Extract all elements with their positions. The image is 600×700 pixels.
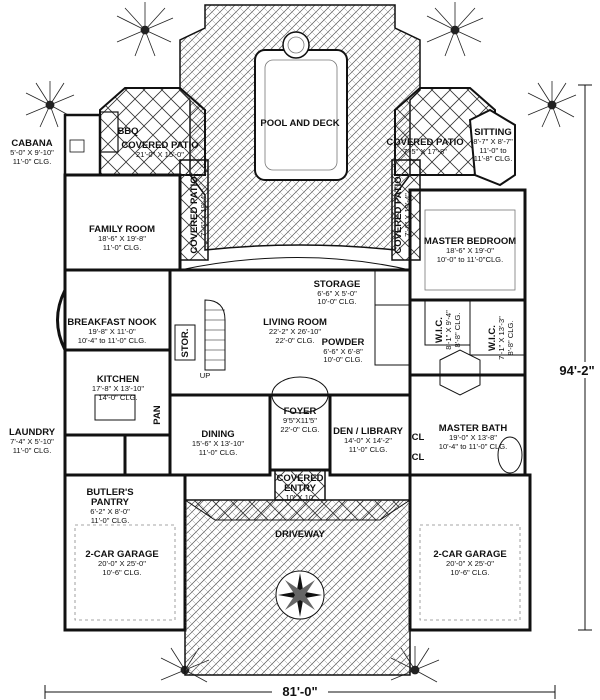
sitting-size: 8'-7" X 8'-7" xyxy=(473,137,513,146)
garage-right-size: 20'-0" X 25'-0" xyxy=(446,559,494,568)
cabana-room xyxy=(63,113,102,177)
bathtub xyxy=(497,436,523,474)
wic-2-ceiling: 8'-8" CLG. xyxy=(506,321,515,356)
storage-size: 6'-6" X 5'-0" xyxy=(317,289,357,298)
wic-2-size: 7'-1" X 13'-3" xyxy=(497,316,506,360)
laundry-ceiling: 11'-0" CLG. xyxy=(13,446,52,455)
butlers-pantry-size: 6'-2" X 8'-0" xyxy=(90,507,130,516)
den-library-size: 14'-0" X 14'-2" xyxy=(344,436,392,445)
powder-ceiling: 10'-0" CLG. xyxy=(323,355,362,364)
overall-depth-label: 94'-2" xyxy=(559,363,594,378)
bbq-counter xyxy=(99,111,119,153)
garage-right-ceiling: 10'-6" CLG. xyxy=(450,568,489,577)
driveway-area xyxy=(184,499,411,676)
cabana-label: CABANA xyxy=(11,138,52,149)
den-library-label: DEN / LIBRARY xyxy=(333,426,404,437)
butlers-pantry-ceiling: 11'-0" CLG. xyxy=(91,516,130,525)
patio-right-size: 7'-5" X 17'-8" xyxy=(403,147,447,156)
den-library-ceiling: 11'-0" CLG. xyxy=(349,445,388,454)
breakfast-nook-label: BREAKFAST NOOK xyxy=(67,317,156,328)
stor-label: STOR. xyxy=(180,329,191,358)
pool-label: POOL AND DECK xyxy=(260,118,339,129)
covered-entry-label: COVERED xyxy=(277,473,324,484)
stair-up-label: UP xyxy=(200,371,211,380)
living-room-size: 22'-2" X 26'-10" xyxy=(269,327,322,336)
sitting-ceiling-2: 11'-8" CLG. xyxy=(474,154,513,163)
side-patio-left-size: 7'-6" X 19'-4" xyxy=(199,193,208,237)
covered-patio-left xyxy=(99,87,209,261)
master-bedroom-ceiling: 10'-0" to 11'-0"CLG. xyxy=(437,255,503,264)
dining-label: DINING xyxy=(201,429,234,440)
overall-width-label: 81'-0" xyxy=(282,684,317,699)
wic-1-size: 8'-1" X 9'-4" xyxy=(444,310,453,350)
sitting-ceiling: 11'-0" to xyxy=(479,146,506,155)
family-room-size: 18'-6" X 19'-8" xyxy=(98,234,146,243)
pool xyxy=(254,49,348,181)
laundry-size: 7'-4" X 5'-10" xyxy=(10,437,54,446)
living-room-label: LIVING ROOM xyxy=(263,317,327,328)
driveway-label: DRIVEWAY xyxy=(275,529,325,540)
master-bath-size: 19'-0" X 13'-8" xyxy=(449,433,497,442)
butlers-pantry-label-2: PANTRY xyxy=(91,497,130,508)
family-room-label: FAMILY ROOM xyxy=(89,224,155,235)
wic-2-label: W.I.C. xyxy=(487,325,498,351)
sitting-room xyxy=(468,108,516,187)
patio-left-size: 21'-0" X 15'-0" xyxy=(136,150,184,159)
side-patio-left-label: COVERED PATIO xyxy=(189,176,200,253)
cabana-ceiling: 11'-0" CLG. xyxy=(13,157,52,166)
cabana-size: 5'-0" X 9'-10" xyxy=(10,148,54,157)
kitchen-ceiling: 14'-0" CLG. xyxy=(98,393,137,402)
garage-left-label: 2-CAR GARAGE xyxy=(85,549,158,560)
wic-1-ceiling: 8'-8" CLG. xyxy=(453,313,462,348)
pool-deck xyxy=(179,4,421,251)
master-bedroom-size: 18'-6" X 19'-0" xyxy=(446,246,494,255)
side-patio-right-size: 7'-6" X 19'-4" xyxy=(403,193,412,237)
bath-octagon xyxy=(439,349,481,396)
storage-ceiling: 10'-0" CLG. xyxy=(317,297,356,306)
covered-entry-label-2: ENTRY xyxy=(284,483,317,494)
kitchen-island xyxy=(94,394,136,421)
covered-patio-right xyxy=(391,87,516,261)
garage-right-label: 2-CAR GARAGE xyxy=(433,549,506,560)
breakfast-nook-size: 19'-8" X 11'-0" xyxy=(88,327,136,336)
garage-left-ceiling: 10'-6" CLG. xyxy=(102,568,141,577)
pantry-label: PAN xyxy=(152,405,163,424)
wic-1-label: W.I.C. xyxy=(434,317,445,343)
master-bedroom-label: MASTER BEDROOM xyxy=(424,236,516,247)
master-bath-label: MASTER BATH xyxy=(439,423,508,434)
storage-label: STORAGE xyxy=(314,279,361,290)
kitchen-size: 17'-8" X 13'-10" xyxy=(92,384,145,393)
compass-rose-icon xyxy=(275,570,325,620)
family-room-ceiling: 11'-0" CLG. xyxy=(103,243,142,252)
side-patio-right-label: COVERED PATIO xyxy=(393,176,404,253)
closet-label-2: CL xyxy=(412,452,425,463)
powder-size: 6'-6" X 6'-8" xyxy=(323,347,363,356)
dining-size: 15'-6" X 13'-10" xyxy=(192,439,245,448)
living-room-ceiling: 22'-0" CLG. xyxy=(275,336,314,345)
closet-label-1: CL xyxy=(412,432,425,443)
sitting-label: SITTING xyxy=(474,127,511,138)
butlers-pantry-label: BUTLER'S xyxy=(86,487,133,498)
master-bath-ceiling: 10'-4" to 11'-0" CLG. xyxy=(439,442,508,451)
kitchen-label: KITCHEN xyxy=(97,374,139,385)
foyer-ceiling: 22'-0" CLG. xyxy=(280,425,319,434)
powder-label: POWDER xyxy=(322,337,365,348)
bbq-label: BBQ xyxy=(117,126,138,137)
patio-left-label: COVERED PATIO xyxy=(121,140,198,151)
dining-ceiling: 11'-0" CLG. xyxy=(199,448,238,457)
spa xyxy=(282,31,310,59)
foyer-size: 9'5"X11'5" xyxy=(283,416,317,425)
patio-right-label: COVERED PATIO xyxy=(386,137,463,148)
breakfast-nook-ceiling: 10'-4" to 11'-0" CLG. xyxy=(78,336,147,345)
foyer-label: FOYER xyxy=(284,406,317,417)
foyer-area xyxy=(271,376,329,501)
covered-entry-size: 10' X 10' xyxy=(285,493,315,502)
laundry-label: LAUNDRY xyxy=(9,427,56,438)
garage-left-size: 20'-0" X 25'-0" xyxy=(98,559,146,568)
